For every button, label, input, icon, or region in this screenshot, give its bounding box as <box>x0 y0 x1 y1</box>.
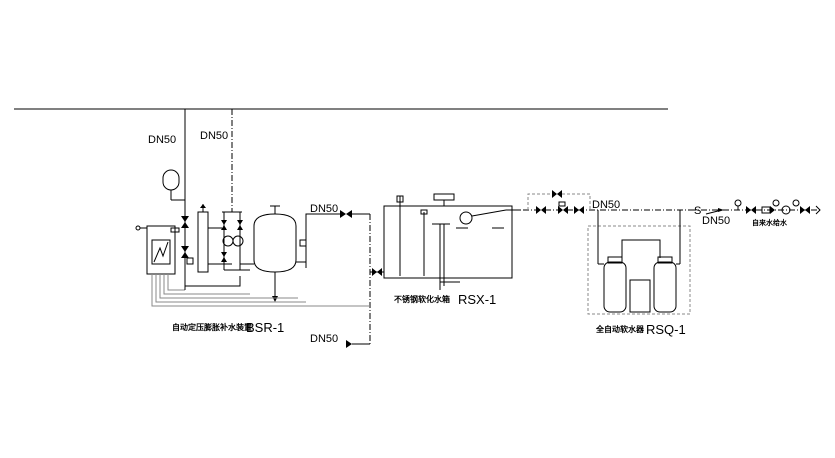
dn-label-city: DN50 <box>702 215 730 227</box>
air-separator <box>197 204 232 273</box>
pump-set <box>221 211 254 271</box>
rsx-tank <box>383 193 520 290</box>
control-cabinet <box>135 225 176 275</box>
bsr-tank <box>253 205 307 302</box>
bsr-caption: 自动定压膨胀补水装置 <box>172 322 252 332</box>
return-lines <box>151 274 370 307</box>
bsr-tag: BSR-1 <box>246 320 284 335</box>
dn-label-to-tank: DN50 <box>310 203 338 215</box>
dn-label-after-tank: DN50 <box>592 199 620 211</box>
rsx-tag: RSX-1 <box>458 292 496 307</box>
rsq-tag: RSQ-1 <box>646 322 686 337</box>
city-water-fittings <box>705 199 821 215</box>
bsr-valves-left <box>170 216 194 290</box>
expansion-vessel <box>162 169 185 201</box>
rsq-caption: 全自动软水器 <box>595 324 645 334</box>
bypass-valves <box>527 190 591 214</box>
dn-label-riser: DN50 <box>200 130 228 142</box>
city-water-label: 自来水给水 <box>752 218 788 227</box>
s-mark: S <box>694 205 701 217</box>
dn-label-main-drop: DN50 <box>148 134 176 146</box>
rsx-caption: 不锈钢软化水箱 <box>394 294 450 304</box>
dn-label-bottom: DN50 <box>310 333 338 345</box>
pipe-bsr-to-tank <box>305 213 344 268</box>
rsq-softener <box>587 210 691 315</box>
